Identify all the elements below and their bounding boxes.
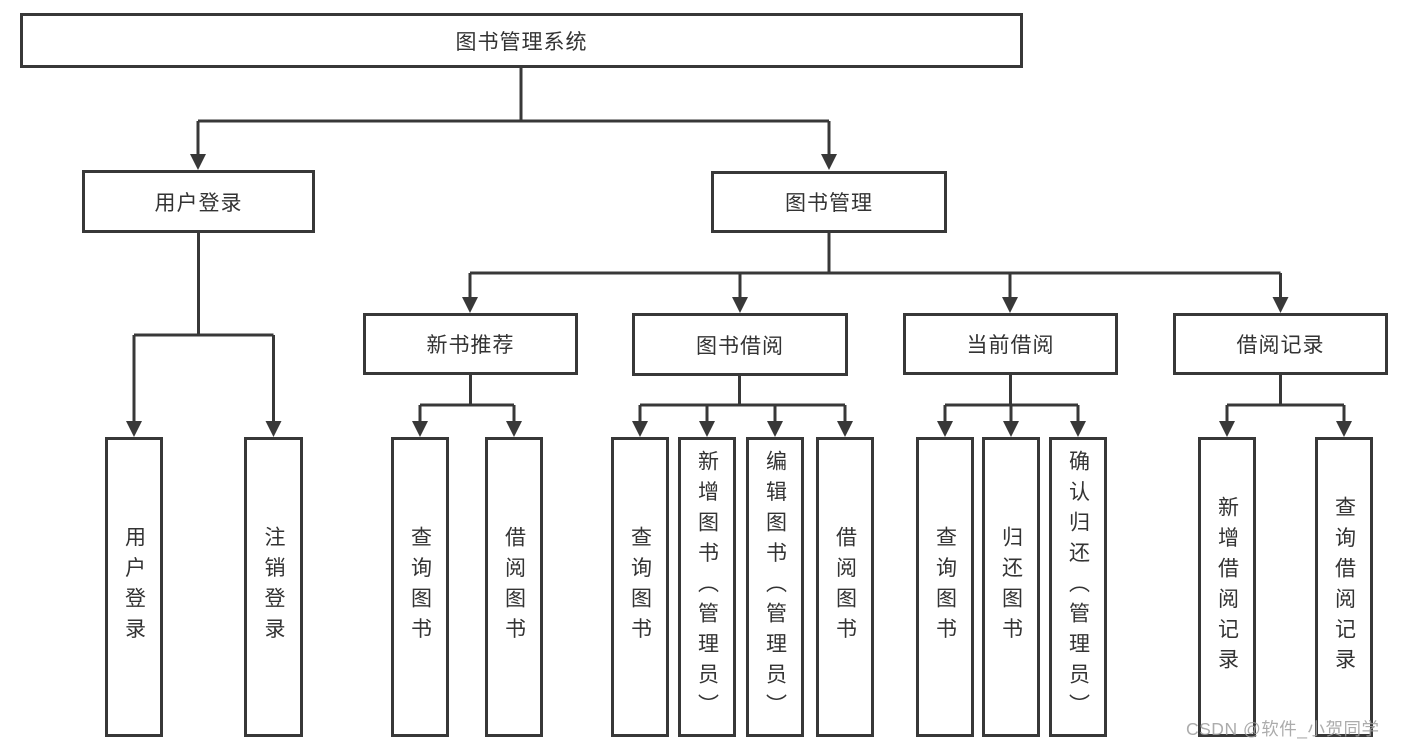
leaf-current-confirm-return-admin-label: 确认归还（管理员）	[1066, 449, 1090, 725]
leaf-records-query-record-label: 查询借阅记录	[1332, 495, 1356, 679]
leaf-records-add-record: 新增借阅记录	[1198, 437, 1256, 737]
leaf-newbooks-borrow-books: 借阅图书	[485, 437, 543, 737]
leaf-user-login: 用户登录	[105, 437, 163, 737]
leaf-current-query-books-label: 查询图书	[933, 526, 957, 648]
leaf-logout-label: 注销登录	[262, 526, 285, 648]
leaf-newbooks-query-books-label: 查询图书	[408, 526, 432, 648]
leaf-user-login-label: 用户登录	[122, 526, 146, 648]
leaf-borrow-edit-books-admin-label: 编辑图书（管理员）	[763, 449, 787, 725]
node-book-borrow: 图书借阅	[632, 313, 848, 376]
leaf-records-query-record: 查询借阅记录	[1315, 437, 1373, 737]
node-borrow-records: 借阅记录	[1173, 313, 1388, 375]
leaf-newbooks-borrow-books-label: 借阅图书	[502, 526, 526, 648]
csdn-watermark: CSDN @软件_小贺同学	[1186, 719, 1380, 739]
leaf-current-return-books-label: 归还图书	[999, 526, 1023, 648]
leaf-newbooks-query-books: 查询图书	[391, 437, 449, 737]
node-root-system: 图书管理系统	[20, 13, 1023, 68]
leaf-current-confirm-return-admin: 确认归还（管理员）	[1049, 437, 1107, 737]
node-book-management: 图书管理	[711, 171, 947, 233]
leaf-borrow-query-books: 查询图书	[611, 437, 669, 737]
node-root-label: 图书管理系统	[455, 30, 588, 54]
leaf-current-return-books: 归还图书	[982, 437, 1040, 737]
leaf-borrow-add-books-admin-label: 新增图书（管理员）	[695, 449, 719, 725]
leaf-current-query-books: 查询图书	[916, 437, 974, 737]
leaf-borrow-borrow-books: 借阅图书	[816, 437, 874, 737]
leaf-borrow-add-books-admin: 新增图书（管理员）	[678, 437, 736, 737]
node-new-book-recommend: 新书推荐	[363, 313, 578, 375]
node-current-borrow: 当前借阅	[903, 313, 1118, 375]
node-new-book-recommend-label: 新书推荐	[426, 334, 515, 357]
node-user-login-label: 用户登录	[154, 191, 243, 215]
leaf-borrow-edit-books-admin: 编辑图书（管理员）	[746, 437, 804, 737]
leaf-borrow-borrow-books-label: 借阅图书	[833, 526, 857, 648]
node-book-borrow-label: 图书借阅	[696, 334, 784, 358]
node-borrow-records-label: 借阅记录	[1236, 334, 1325, 357]
node-book-management-label: 图书管理	[785, 192, 873, 215]
leaf-records-add-record-label: 新增借阅记录	[1215, 495, 1239, 679]
node-current-borrow-label: 当前借阅	[966, 334, 1055, 357]
leaf-logout: 注销登录	[244, 437, 303, 737]
leaf-borrow-query-books-label: 查询图书	[628, 526, 652, 648]
node-user-login: 用户登录	[82, 170, 315, 233]
